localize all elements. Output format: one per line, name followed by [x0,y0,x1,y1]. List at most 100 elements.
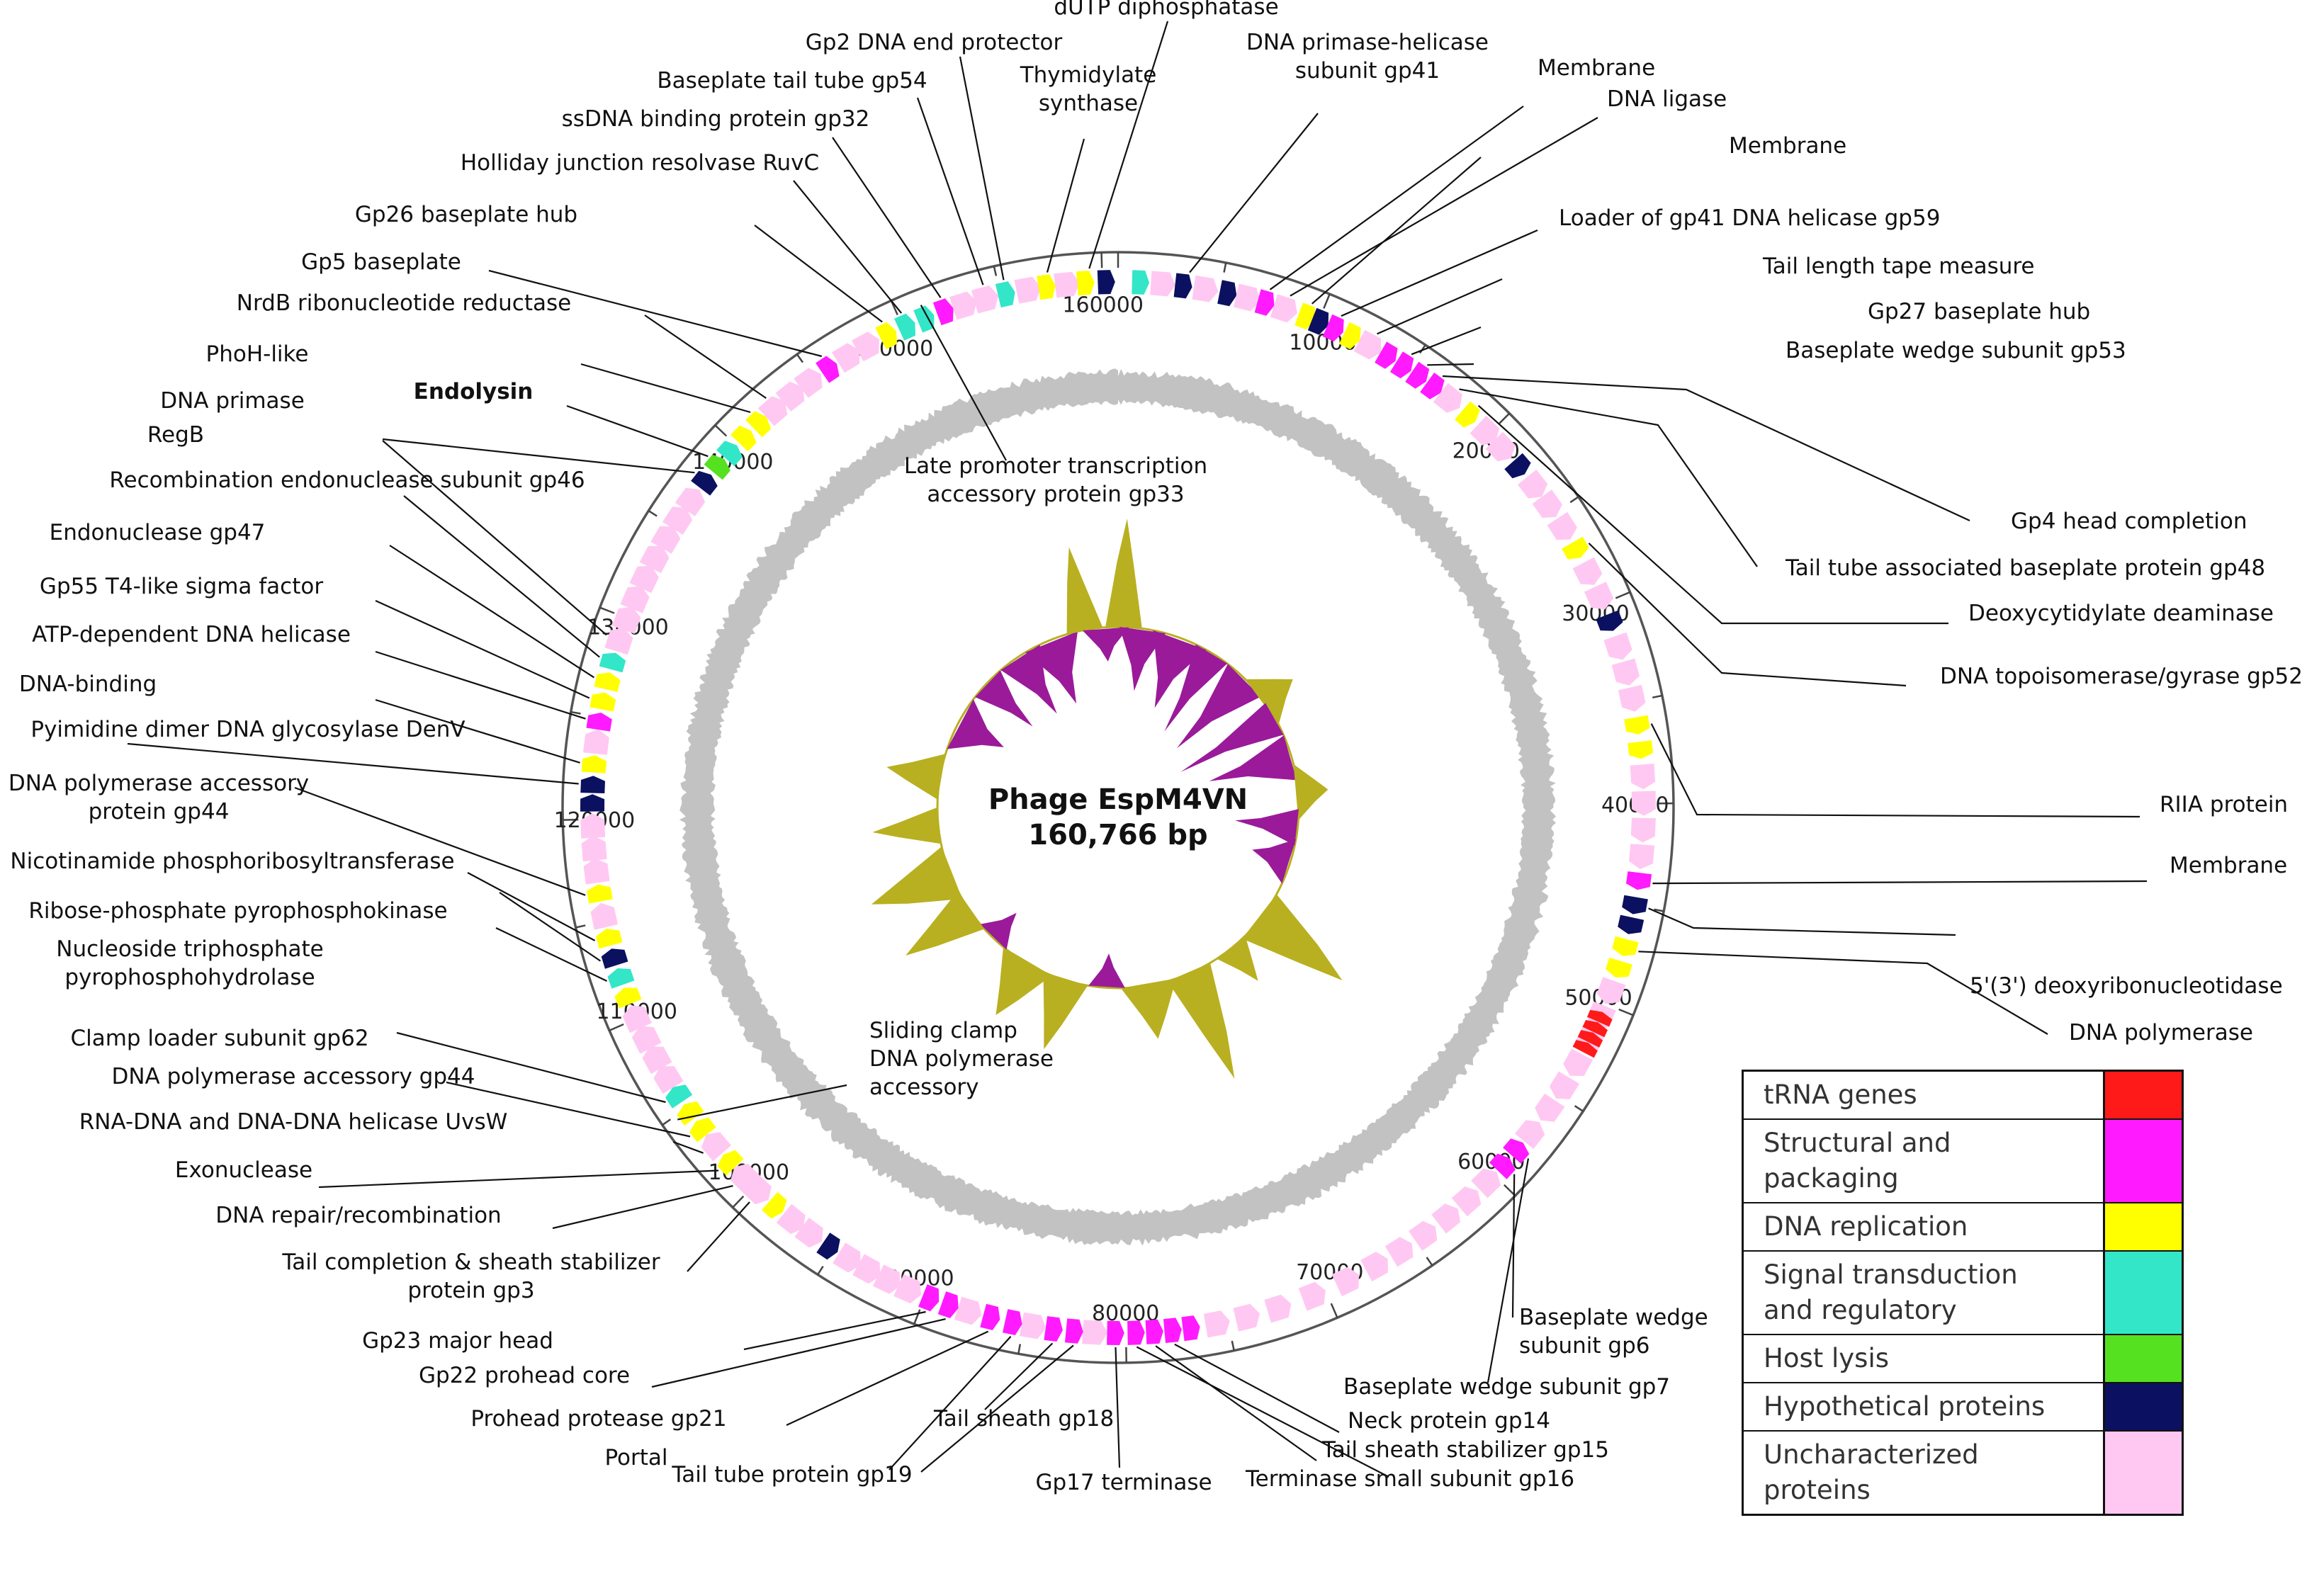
gene-hypothetical [1504,453,1531,479]
gene-hypothetical [691,470,718,496]
gene-annotation-label: Portal [604,1445,667,1470]
gene-uncharacterized [742,1174,772,1205]
gene-annotation-label: Thymidylate [1020,62,1157,88]
gc-skew-lobe [1120,978,1177,1039]
gc-skew-lobe [872,807,942,844]
gene-annotation-label: Exonuclease [175,1157,312,1183]
annotation-leader [1311,157,1482,305]
gene-annotation-label: subunit gp6 [1519,1333,1649,1359]
gene-uncharacterized [620,586,650,613]
gene-uncharacterized [1360,1252,1388,1282]
gene-annotation-label: Loader of gp41 DNA helicase gp59 [1559,205,1940,231]
annotation-leader [294,786,586,896]
gene-uncharacterized [1233,1303,1260,1332]
gene-uncharacterized [1629,844,1655,869]
gene-uncharacterized [1471,1168,1501,1198]
gene-structural [1405,361,1430,389]
gene-uncharacterized [1270,294,1297,323]
gene-uncharacterized [1618,684,1646,712]
annotation-leader [644,314,767,400]
gene-structural [1044,1316,1063,1342]
legend-label-line: tRNA genes [1764,1080,1917,1110]
legend-swatch [2103,1383,2182,1430]
gc-skew-lobe [1176,664,1261,749]
annotation-leader [672,1140,704,1154]
gc-skew-lobe [1245,679,1293,725]
gene-uncharacterized [1264,1294,1292,1323]
gene-uncharacterized [893,1274,922,1304]
gene-structural [1489,1153,1516,1179]
gene-uncharacterized [642,1046,672,1075]
gene-uncharacterized [662,506,693,535]
gene-signal [716,441,743,467]
gene-annotation-label: DNA topoisomerase/gyrase gp52 [1940,664,2303,689]
annotation-leader [446,1081,691,1138]
gene-replication [762,1191,787,1219]
annotation-leader [1459,388,1758,567]
gene-replication [689,1117,716,1143]
gc-skew-lobe [947,699,1004,749]
gene-annotation-label: DNA primase [160,388,305,414]
annotation-leader [580,363,751,414]
legend-label-line: Structural and [1764,1128,1951,1158]
gene-uncharacterized [1019,1312,1047,1339]
gene-track [580,270,1656,1345]
gene-structural [1003,1309,1022,1335]
gene-structural [1254,289,1275,316]
annotation-leader [786,1330,989,1426]
legend-label: DNA replication [1744,1203,2103,1250]
gene-structural [1375,341,1398,369]
tick-mark [1615,591,1631,599]
gene-annotation-label: Neck protein gp14 [1348,1408,1550,1434]
gene-replication [596,929,623,949]
tick-mark [662,1118,672,1126]
annotation-leader [651,1318,946,1388]
gene-structural [816,356,840,383]
gene-structural [1503,1138,1530,1164]
tick-mark [570,710,581,715]
gene-signal [995,281,1015,308]
legend-label-line: proteins [1764,1475,1871,1505]
gene-annotation-label: RegB [147,422,204,448]
gene-uncharacterized [581,835,607,862]
gene-annotation-label: ssDNA binding protein gp32 [562,106,870,132]
legend-row: tRNA genes [1744,1072,2182,1118]
gene-structural [1420,373,1445,400]
tick-mark [1330,1303,1338,1318]
gene-uncharacterized [1433,382,1462,413]
gene-uncharacterized [1572,557,1603,585]
gene-signal [1132,270,1150,295]
annotation-leader [793,180,903,314]
gene-structural [1145,1319,1163,1344]
legend-label-line: and regulatory [1764,1295,1957,1325]
gene-annotation-label: PhoH-like [206,341,309,367]
gene-uncharacterized [1611,658,1640,686]
gene-annotation-label: Nicotinamide phosphoribosyltransferase [10,849,454,874]
gene-uncharacterized [1014,276,1042,304]
gene-replication [581,755,607,774]
gene-annotation-label: Gp5 baseplate [301,249,461,275]
tick-mark [1017,1344,1022,1354]
gene-uncharacterized [731,1163,760,1194]
gene-uncharacterized [872,1264,901,1294]
tick-mark [1426,1257,1433,1266]
gc-skew-ring [871,518,1343,1079]
gene-uncharacterized [1515,1120,1545,1150]
gene-signal [894,313,915,341]
gene-annotation-label: subunit gp41 [1295,58,1440,84]
gene-structural [1064,1318,1083,1344]
gene-annotation-label: Late promoter transcription [904,453,1207,479]
gene-uncharacterized [1563,1048,1593,1076]
annotation-leader [375,599,590,699]
annotation-leader [1487,1158,1530,1383]
gene-annotation-label: Deoxycytidylate deaminase [1968,601,2274,626]
gene-uncharacterized [1517,469,1548,499]
annotation-leaders [127,21,2148,1478]
legend-label-line: Signal transduction [1764,1259,2018,1290]
gene-hypothetical [1307,307,1329,335]
legend-row: Host lysis [1744,1334,2182,1382]
